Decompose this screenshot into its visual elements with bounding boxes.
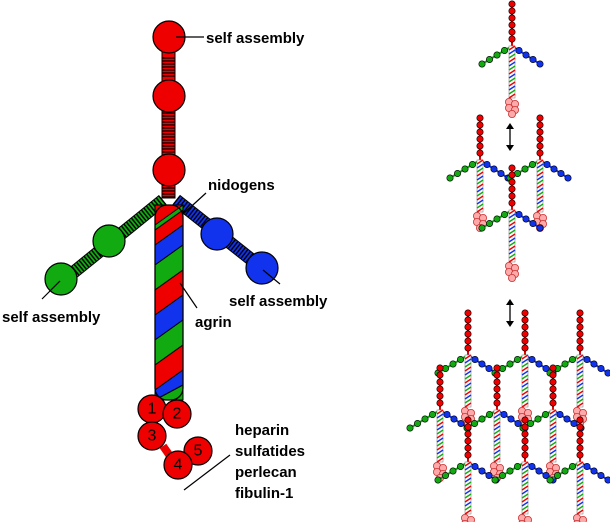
leader-lines [41,36,281,491]
double-arrow-icon [506,299,514,327]
lg-domain-5-number: 5 [194,443,203,460]
coiled-coil-long-arm [154,204,184,401]
mini-laminin [434,309,500,427]
gamma-ln-domain [44,262,78,296]
label-self-assembly-right: self assembly [229,293,328,310]
gamma-globular-domain [92,224,126,258]
label-self-assembly-left: self assembly [2,309,101,326]
beta-ln-domain [245,251,279,285]
polymer-assembly-panel [406,0,610,522]
alpha-globular-domain [152,153,186,187]
mini-laminin [491,416,557,522]
lg-domain-3 [137,421,167,451]
label-heparin: heparin [235,422,289,439]
laminin-molecule: 1 2 3 4 5 self assembly nidogens self as… [2,20,328,502]
mini-laminin [478,0,544,119]
lg-domain-4-number: 4 [174,457,183,474]
beta-chain-short-arm [171,194,279,285]
label-nidogens: nidogens [208,177,275,194]
label-perlecan: perlecan [235,464,297,481]
mini-laminin [491,309,557,427]
alpha-globular-domain [152,79,186,113]
lg-domain-2 [162,399,192,429]
double-arrow-icon [506,123,514,151]
label-self-assembly-top: self assembly [206,30,305,47]
mini-laminin [463,364,529,482]
label-sulfatides: sulfatides [235,443,305,460]
beta-globular-domain [200,217,234,251]
mini-laminin [478,164,544,282]
lg-domain-4 [163,450,193,480]
lg-domain-1-number: 1 [148,401,157,418]
lg-domain-3-number: 3 [148,428,157,445]
lg-domain-5 [183,436,213,466]
gamma-chain-short-arm [44,194,168,296]
mini-laminin [546,416,610,522]
lg-domains: 1 2 3 4 5 [137,394,213,480]
lg-domain-2-number: 2 [173,406,182,423]
mini-laminin [406,364,472,482]
label-fibulin: fibulin-1 [235,485,293,502]
alpha-chain-short-arm [152,20,186,199]
label-agrin: agrin [195,314,232,331]
